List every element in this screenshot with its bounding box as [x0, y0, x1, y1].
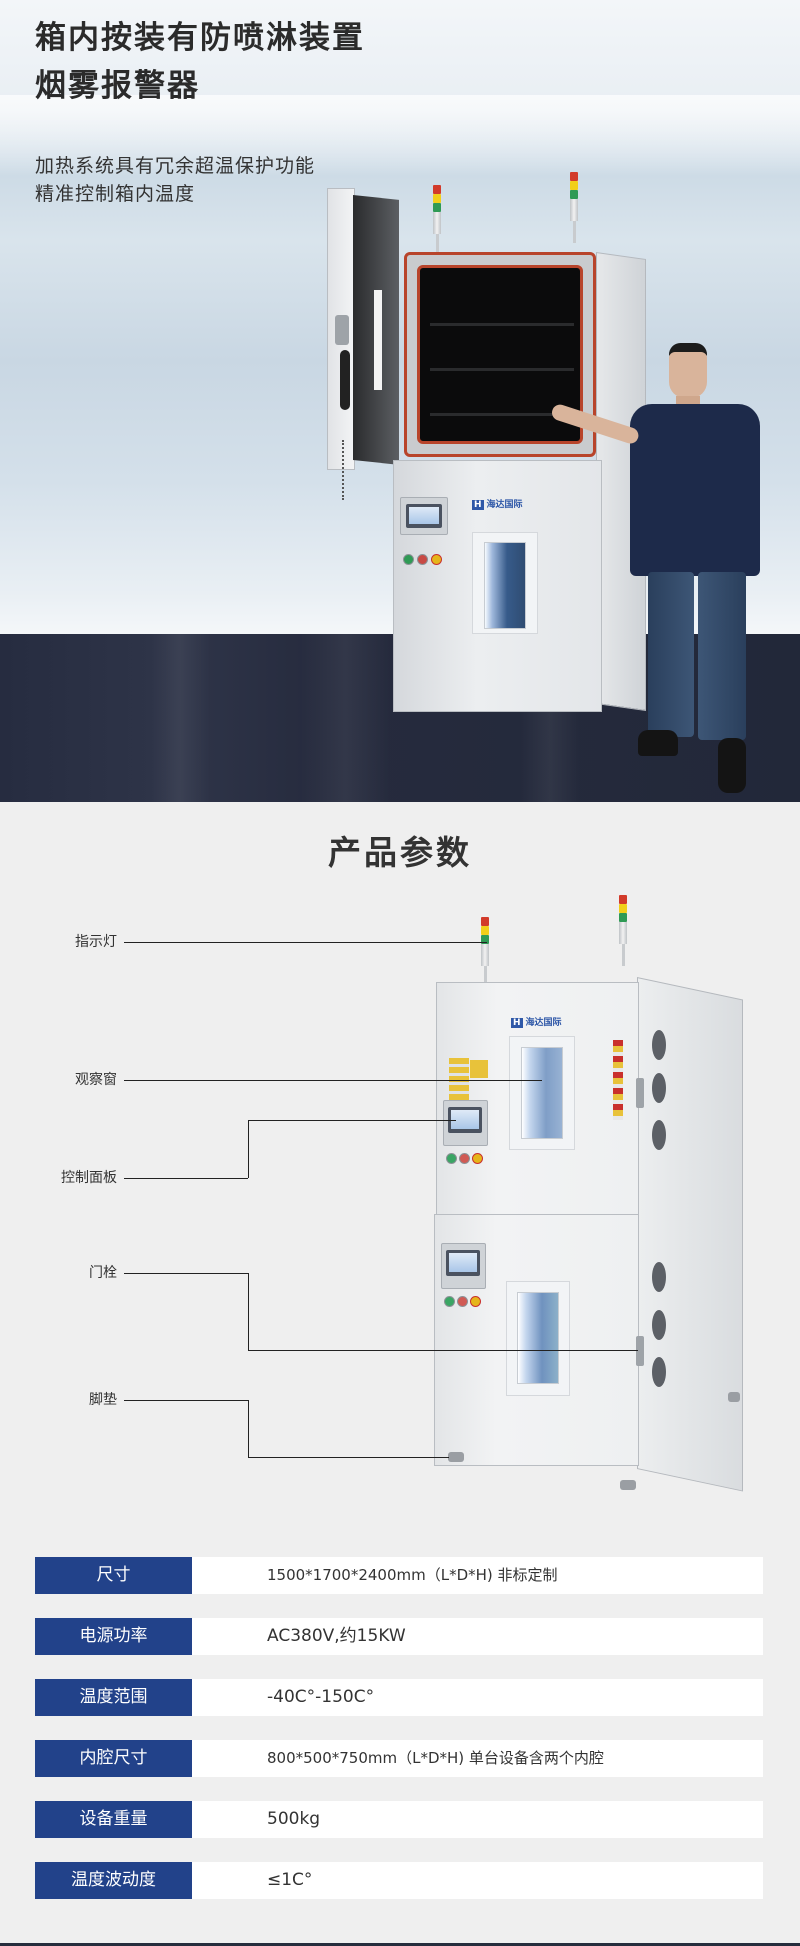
door-chain-icon: [342, 440, 348, 500]
callout-line: [248, 1273, 249, 1350]
spec-row-temperature-fluctuation: 温度波动度 ≤1C°: [35, 1862, 763, 1899]
door-latch-icon: [636, 1336, 644, 1366]
hero-banner: 箱内按装有防喷淋装置 烟雾报警器 加热系统具有冗余超温保护功能 精准控制箱内温度: [0, 0, 800, 802]
spec-label: 温度波动度: [35, 1862, 192, 1899]
control-panel: [400, 497, 448, 535]
door-latch-icon: [636, 1078, 644, 1108]
spec-label: 设备重量: [35, 1801, 192, 1838]
callout-line: [124, 1178, 248, 1179]
stop-button-icon: [457, 1296, 468, 1307]
indicator-light-icon: [619, 895, 627, 966]
warning-stickers: [613, 1040, 623, 1120]
callout-line: [124, 942, 487, 943]
emergency-stop-icon: [470, 1296, 481, 1307]
spec-row-power: 电源功率 AC380V,约15KW: [35, 1618, 763, 1655]
spec-value: 500kg: [192, 1801, 763, 1838]
callout-line: [248, 1457, 449, 1458]
foot-pad-icon: [448, 1452, 464, 1462]
callout-line: [248, 1350, 638, 1351]
door-window-strip: [374, 290, 382, 390]
hero-title-line-2: 烟雾报警器: [35, 68, 200, 104]
spec-label: 内腔尺寸: [35, 1740, 192, 1777]
callout-line: [124, 1080, 542, 1081]
foot-pad-icon: [728, 1392, 740, 1402]
porthole-icon: [652, 1262, 666, 1292]
callout-label-observation-window: 观察窗: [75, 1072, 117, 1088]
callout-line: [124, 1400, 248, 1401]
spec-value: 800*500*750mm（L*D*H) 单台设备含两个内腔: [192, 1740, 763, 1777]
callout-label-indicator-light: 指示灯: [75, 934, 117, 950]
hero-subtitle-line-1: 加热系统具有冗余超温保护功能: [35, 155, 316, 177]
start-button-icon: [444, 1296, 455, 1307]
spec-value: 1500*1700*2400mm（L*D*H) 非标定制: [192, 1557, 763, 1594]
control-panel: [441, 1243, 486, 1289]
spec-row-size: 尺寸 1500*1700*2400mm（L*D*H) 非标定制: [35, 1557, 763, 1594]
spec-row-inner-size: 内腔尺寸 800*500*750mm（L*D*H) 单台设备含两个内腔: [35, 1740, 763, 1777]
callout-line: [248, 1400, 249, 1457]
porthole-icon: [652, 1310, 666, 1340]
spec-row-temperature-range: 温度范围 -40C°-150C°: [35, 1679, 763, 1716]
observation-window: [509, 1036, 575, 1150]
section-title: 产品参数: [328, 833, 472, 872]
foot-pad-icon: [620, 1480, 636, 1490]
door-handle-icon: [340, 350, 350, 410]
porthole-icon: [652, 1030, 666, 1060]
emergency-stop-icon: [472, 1153, 483, 1164]
porthole-icon: [652, 1073, 666, 1103]
chamber-frame: [404, 252, 596, 457]
spec-value: ≤1C°: [192, 1862, 763, 1899]
callout-label-control-panel: 控制面板: [61, 1170, 117, 1186]
callout-line: [248, 1120, 249, 1178]
spec-value: -40C°-150C°: [192, 1679, 763, 1716]
observation-window: [506, 1281, 570, 1396]
indicator-light-icon: [481, 917, 489, 986]
callout-line: [248, 1120, 456, 1121]
spec-label: 尺寸: [35, 1557, 192, 1594]
spec-label: 电源功率: [35, 1618, 192, 1655]
porthole-icon: [652, 1120, 666, 1150]
spec-value: AC380V,约15KW: [192, 1618, 763, 1655]
callout-label-foot-pad: 脚垫: [89, 1392, 117, 1408]
door-latch-icon: [335, 315, 349, 345]
footer-strip: [0, 1943, 800, 1946]
warning-label-icon: [470, 1060, 488, 1078]
callout-line: [124, 1273, 248, 1274]
porthole-icon: [652, 1357, 666, 1387]
observation-window: [472, 532, 538, 634]
control-panel: [443, 1100, 488, 1146]
stop-button-icon: [459, 1153, 470, 1164]
spec-row-weight: 设备重量 500kg: [35, 1801, 763, 1838]
start-button-icon: [446, 1153, 457, 1164]
hero-title-line-1: 箱内按装有防喷淋装置: [35, 20, 365, 56]
stop-button-icon: [417, 554, 428, 565]
spec-label: 温度范围: [35, 1679, 192, 1716]
hero-subtitle-line-2: 精准控制箱内温度: [35, 183, 196, 205]
sky-mist: [0, 95, 800, 175]
emergency-stop-icon: [431, 554, 442, 565]
start-button-icon: [403, 554, 414, 565]
callout-label-door-latch: 门栓: [89, 1265, 117, 1281]
indicator-light-icon: [570, 172, 578, 243]
indicator-light-icon: [433, 185, 441, 260]
